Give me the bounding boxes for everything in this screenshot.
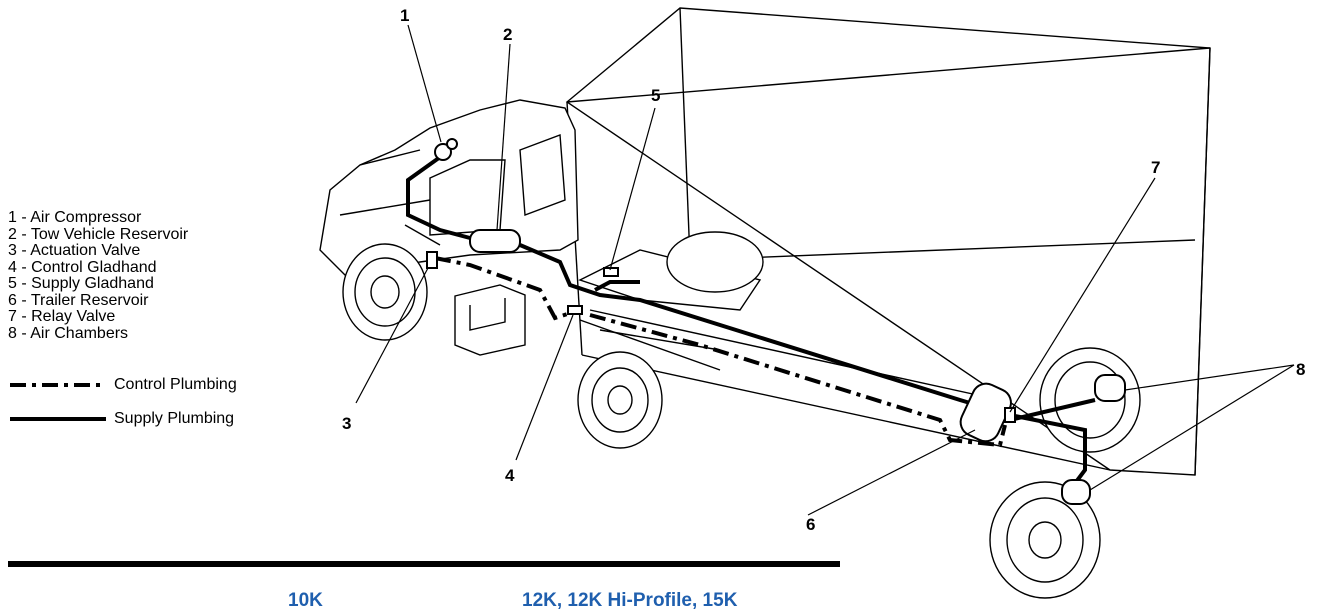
legend-item-trailer-reservoir: 6 - Trailer Reservoir <box>8 291 149 309</box>
legend-item-supply-gladhand: 5 - Supply Gladhand <box>8 275 154 292</box>
legend-control-plumbing: Control Plumbing <box>8 376 237 394</box>
callout-7: 7 <box>1151 158 1161 177</box>
legend-item-air-compressor: 1 - Air Compressor <box>8 209 142 226</box>
trailer-box <box>565 7 1211 476</box>
control-gladhand-icon <box>567 305 583 315</box>
model-label-12k-15k: 12K, 12K Hi-Profile, 15K <box>522 590 738 611</box>
callout-4: 4 <box>505 466 515 485</box>
actuation-valve-icon <box>426 251 438 269</box>
footer-rule <box>8 561 840 567</box>
step-box <box>454 284 526 356</box>
callout-2: 2 <box>503 25 513 44</box>
rear-truck-wheels <box>577 351 663 449</box>
air-compressor-icon <box>434 138 458 161</box>
control-plumbing-line <box>434 256 1007 448</box>
component-legend: 1 - Air Compressor 2 - Tow Vehicle Reser… <box>8 209 189 342</box>
frame-fifth-wheel <box>578 231 764 371</box>
truck-cab <box>319 99 579 276</box>
callout-5: 5 <box>651 86 661 105</box>
tow-vehicle-reservoir-icon <box>469 229 521 253</box>
relay-valve-icon <box>1004 407 1016 423</box>
legend-item-relay-valve: 7 - Relay Valve <box>8 308 116 325</box>
legend-item-actuation-valve: 3 - Actuation Valve <box>8 242 141 259</box>
trailer-reservoir-icon <box>959 382 1012 443</box>
supply-gladhand-icon <box>603 267 619 277</box>
air-chamber-upper-icon <box>1094 374 1126 402</box>
supply-plumbing-label: Supply Plumbing <box>114 410 235 427</box>
front-wheel <box>342 243 428 341</box>
callout-6: 6 <box>806 515 816 534</box>
control-plumbing-label: Control Plumbing <box>114 376 237 393</box>
callout-3: 3 <box>342 414 352 433</box>
callout-1: 1 <box>400 6 410 25</box>
leader-lines <box>355 24 1295 516</box>
callout-8: 8 <box>1296 360 1306 379</box>
legend-supply-plumbing: Supply Plumbing <box>8 410 234 428</box>
legend-item-control-gladhand: 4 - Control Gladhand <box>8 258 157 276</box>
control-plumbing-swatch <box>10 383 106 387</box>
air-chamber-lower-icon <box>1061 479 1091 505</box>
model-label-10k: 10K <box>288 590 323 611</box>
supply-plumbing-swatch <box>10 417 106 421</box>
legend-item-air-chambers: 8 - Air Chambers <box>8 324 129 342</box>
legend-item-tow-vehicle-reservoir: 2 - Tow Vehicle Reservoir <box>8 225 189 243</box>
